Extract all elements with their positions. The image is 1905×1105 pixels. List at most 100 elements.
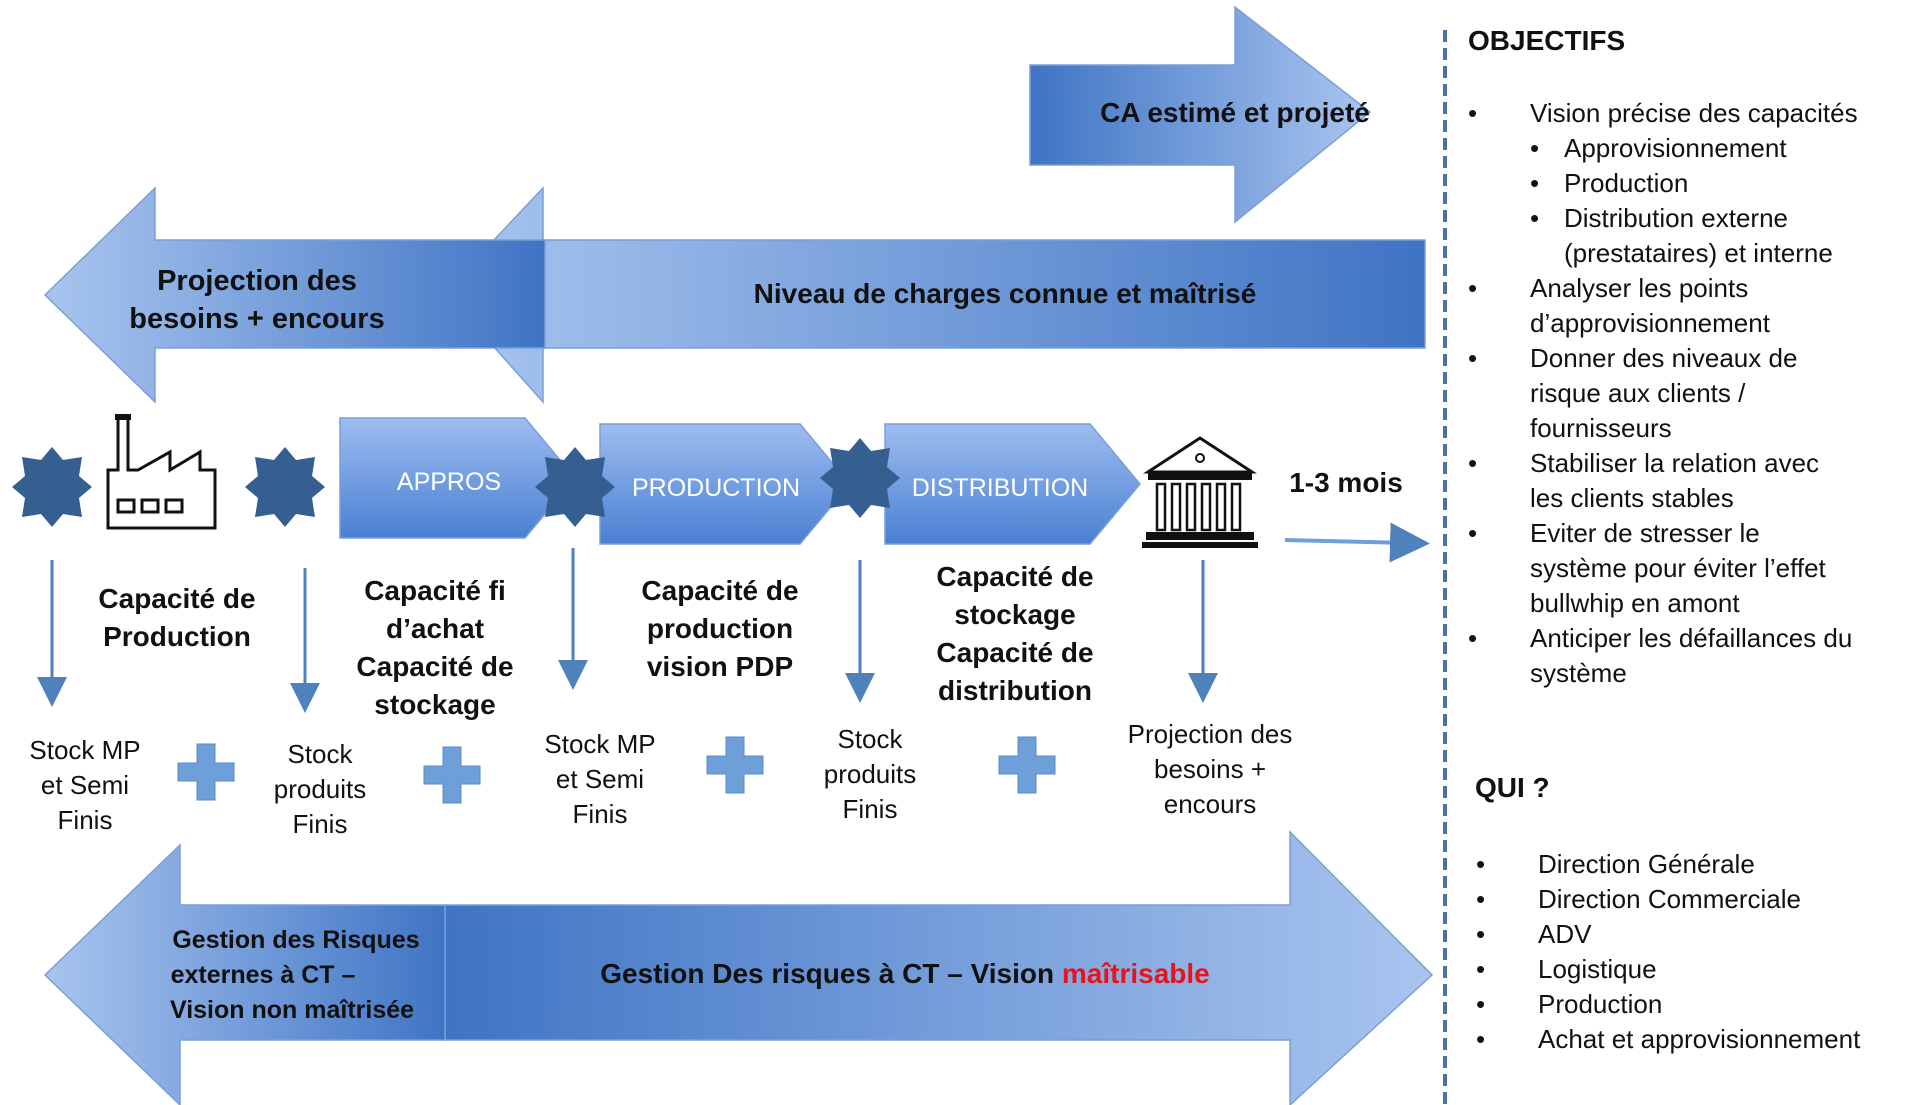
- star-icon: [535, 447, 615, 527]
- externes-label-line-3: Vision non maîtrisée: [170, 996, 414, 1024]
- qui-text: Production: [1538, 989, 1663, 1019]
- gestion-label-prefix: Gestion Des risques à CT – Vision: [600, 958, 1062, 989]
- bullet-icon: •: [1468, 448, 1478, 478]
- bullet-icon: •: [1468, 98, 1478, 128]
- objectif-text-continued: système pour éviter l’effet: [1530, 553, 1826, 583]
- bullet-icon: •: [1476, 849, 1486, 879]
- objectif-text-continued: système: [1530, 658, 1627, 688]
- objectif-subitem-continued: (prestataires) et interne: [1564, 236, 1905, 271]
- qui-text: ADV: [1538, 919, 1592, 949]
- objectif-text: Donner des niveaux de: [1530, 343, 1798, 373]
- objectifs-title: OBJECTIFS: [1468, 25, 1626, 56]
- objectif-text: Vision précise des capacités: [1530, 98, 1858, 128]
- stock-mp-1: Stock MP et Semi Finis: [5, 733, 165, 838]
- capacite-line: Capacité de: [936, 637, 1094, 668]
- externes-label-line-1: Gestion des Risques: [172, 926, 419, 954]
- factory-icon: [106, 414, 217, 530]
- appros-label: APPROS: [397, 468, 501, 496]
- objectif-subtext: Approvisionnement: [1564, 133, 1787, 163]
- qui-item: • Production: [1476, 987, 1903, 1022]
- capacite-line: Capacité de: [641, 575, 799, 606]
- capacite-line: stockage: [954, 599, 1076, 630]
- objectif-text-continued: d’approvisionnement: [1530, 308, 1770, 338]
- objectif-subtext: (prestataires) et interne: [1564, 238, 1833, 268]
- stock-line: Finis: [57, 805, 113, 835]
- capacite-line: Production: [103, 621, 251, 652]
- bullet-icon: •: [1476, 954, 1486, 984]
- objectif-subitem: • Approvisionnement: [1530, 131, 1905, 166]
- production-label: PRODUCTION: [632, 474, 800, 502]
- capacite-line: distribution: [938, 675, 1092, 706]
- stock-line: et Semi: [555, 764, 645, 794]
- qui-item: • Direction Commerciale: [1476, 882, 1903, 917]
- horizon-arrow: [1284, 522, 1430, 563]
- stock-line: Stock MP: [29, 735, 141, 765]
- plus-icon: [706, 736, 764, 794]
- qui-title: QUI ?: [1475, 772, 1550, 803]
- objectif-sublist: • Approvisionnement •Production •Distribu…: [1530, 131, 1905, 271]
- stock-mp-2: Stock MP et Semi Finis: [520, 727, 680, 832]
- qui-item: •Achat et approvisionnement: [1476, 1022, 1903, 1057]
- star-icon: [820, 438, 900, 518]
- qui-item: •Direction Générale: [1476, 847, 1903, 882]
- capacite-line: Capacité de: [356, 651, 514, 682]
- stock-line: Projection des: [1127, 719, 1293, 749]
- qui-item: •Logistique: [1476, 952, 1903, 987]
- objectif-text: Stabiliser la relation avec: [1530, 448, 1820, 478]
- production-chevron[interactable]: [599, 423, 851, 545]
- objectif-item: • Eviter de stresser le système pour évi…: [1468, 516, 1905, 621]
- objectif-item: • Analyser les points d’approvisionnemen…: [1468, 271, 1905, 341]
- capacite-line: production: [646, 613, 794, 644]
- niveau-arrow-label: Niveau de charges connue et maîtrisé: [754, 278, 1257, 309]
- gestion-arrow: [444, 830, 1434, 1105]
- capacite-line: Capacité de: [98, 583, 256, 614]
- objectif-text: Anticiper les défaillances du: [1530, 623, 1853, 653]
- stock-line: encours: [1163, 789, 1257, 819]
- qui-text: Direction Commerciale: [1538, 884, 1801, 914]
- bullet-icon: •: [1476, 989, 1486, 1019]
- capacite-line: stockage: [374, 689, 496, 720]
- qui-text: Achat et approvisionnement: [1538, 1024, 1861, 1054]
- star-icon: [245, 447, 325, 527]
- stock-line: Stock MP: [544, 729, 656, 759]
- bullet-icon: •: [1530, 133, 1540, 163]
- objectif-text-continued: risque aux clients /: [1530, 378, 1746, 408]
- qui-list: •Direction Générale • Direction Commercia…: [1476, 847, 1903, 1057]
- objectif-subtext: Distribution externe: [1564, 203, 1788, 233]
- plus-icon: [423, 746, 481, 804]
- bullet-icon: •: [1476, 884, 1486, 914]
- projection-arrow: [43, 186, 546, 404]
- bullet-icon: •: [1468, 518, 1478, 548]
- plus-icon: [998, 736, 1056, 794]
- capacite-line: d’achat: [385, 613, 485, 644]
- projection-label-line-1: Projection des: [157, 265, 357, 297]
- capacite-line: Capacité fi: [364, 575, 506, 606]
- star-icon: [12, 447, 92, 527]
- distribution-label: DISTRIBUTION: [912, 474, 1088, 502]
- gestion-label-highlight: maîtrisable: [1062, 958, 1210, 989]
- objectif-subitem: •Production: [1530, 166, 1905, 201]
- objectif-item: • Stabiliser la relation avec les client…: [1468, 446, 1905, 516]
- bullet-icon: •: [1468, 343, 1478, 373]
- ca-arrow: [1029, 5, 1372, 224]
- projection-besoins-label: Projection des besoins + encours: [1100, 717, 1320, 822]
- objectif-item: • Vision précise des capacités • Approvis…: [1468, 96, 1905, 271]
- stock-line: et Semi: [40, 770, 130, 800]
- externes-label-line-2: externes à CT –: [171, 961, 356, 989]
- right-panel: OBJECTIFS • Vision précise des capacités…: [1445, 0, 1905, 1105]
- qui-item: •ADV: [1476, 917, 1903, 952]
- objectifs-list: • Vision précise des capacités • Approvis…: [1468, 96, 1905, 691]
- objectif-text: Eviter de stresser le: [1530, 518, 1760, 548]
- stock-pf-1: Stock produits Finis: [245, 737, 395, 842]
- objectif-item: • Donner des niveaux de risque aux clien…: [1468, 341, 1905, 446]
- objectif-text-continued: bullwhip en amont: [1530, 588, 1740, 618]
- distribution-chevron[interactable]: [884, 423, 1141, 545]
- capacite-production-pdp: Capacité de production vision PDP: [600, 572, 840, 686]
- stock-line: Stock: [287, 739, 353, 769]
- objectif-subitem: •Distribution externe: [1530, 201, 1905, 236]
- objectif-item: • Anticiper les défaillances du système: [1468, 621, 1905, 691]
- stock-line: produits: [823, 759, 917, 789]
- bullet-icon: •: [1468, 273, 1478, 303]
- stock-pf-2: Stock produits Finis: [795, 722, 945, 827]
